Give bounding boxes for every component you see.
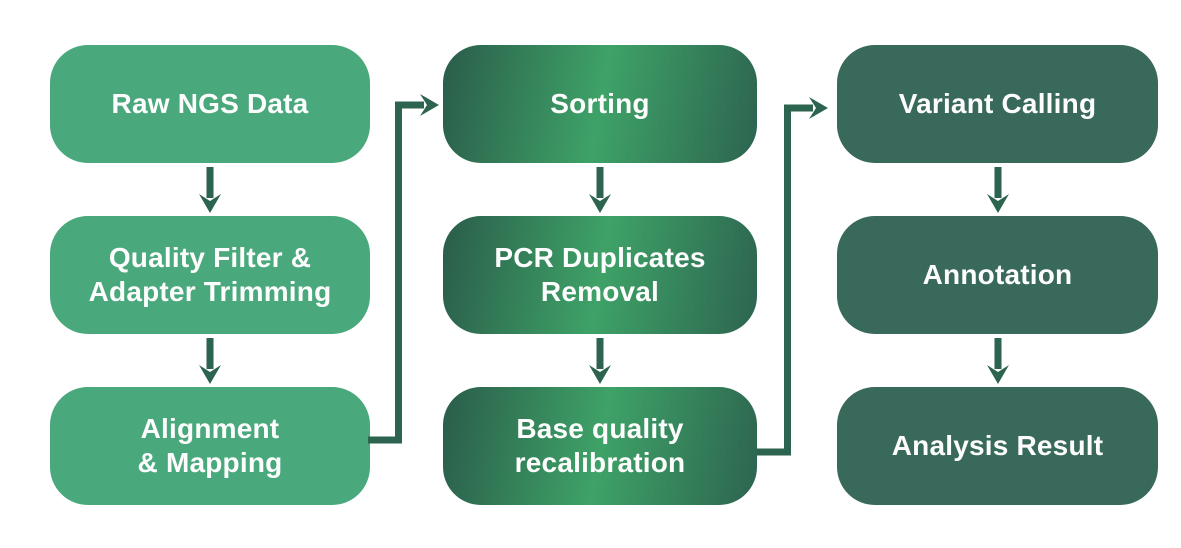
node-variant-calling: Variant Calling (837, 45, 1158, 163)
node-label-line: PCR Duplicates (494, 242, 706, 273)
node-label-line: recalibration (514, 447, 686, 478)
node-alignment-mapping: Alignment & Mapping (50, 387, 370, 505)
node-quality-filter-adapter-trimming: Quality Filter & Adapter Trimming (50, 216, 370, 334)
down-arrow-icon (589, 167, 611, 213)
node-label-line: Raw NGS Data (111, 88, 309, 119)
node-label: PCR Duplicates Removal (494, 241, 705, 309)
node-label-line: Analysis Result (891, 430, 1104, 461)
node-label: Raw NGS Data (112, 87, 309, 121)
down-arrow-icon (987, 338, 1009, 384)
node-sorting: Sorting (443, 45, 757, 163)
down-arrow-icon (589, 338, 611, 384)
node-raw-ngs-data: Raw NGS Data (50, 45, 370, 163)
node-label-line: Removal (540, 276, 660, 307)
node-label-line: Variant Calling (898, 88, 1097, 119)
node-label: Quality Filter & Adapter Trimming (89, 241, 332, 309)
node-label: Alignment & Mapping (138, 412, 283, 480)
node-label-line: Sorting (550, 88, 650, 119)
node-label-line: Base quality (516, 413, 684, 444)
elbow-connector-icon (757, 97, 828, 456)
node-analysis-result: Analysis Result (837, 387, 1158, 505)
node-pcr-duplicates-removal: PCR Duplicates Removal (443, 216, 757, 334)
node-annotation: Annotation (837, 216, 1158, 334)
down-arrow-icon (199, 167, 221, 213)
down-arrow-icon (987, 167, 1009, 213)
node-label-line: & Mapping (137, 447, 283, 478)
node-base-quality-recalibration: Base quality recalibration (443, 387, 757, 505)
node-label-line: Adapter Trimming (88, 276, 332, 307)
node-label: Sorting (550, 87, 649, 121)
node-label-line: Quality Filter & (108, 242, 312, 273)
node-label: Annotation (923, 258, 1073, 292)
elbow-connector-icon (368, 94, 439, 444)
node-label: Base quality recalibration (515, 412, 686, 480)
down-arrow-icon (199, 338, 221, 384)
node-label: Variant Calling (899, 87, 1097, 121)
node-label-line: Alignment (140, 413, 280, 444)
node-label: Analysis Result (892, 429, 1104, 463)
node-label-line: Annotation (922, 259, 1073, 290)
